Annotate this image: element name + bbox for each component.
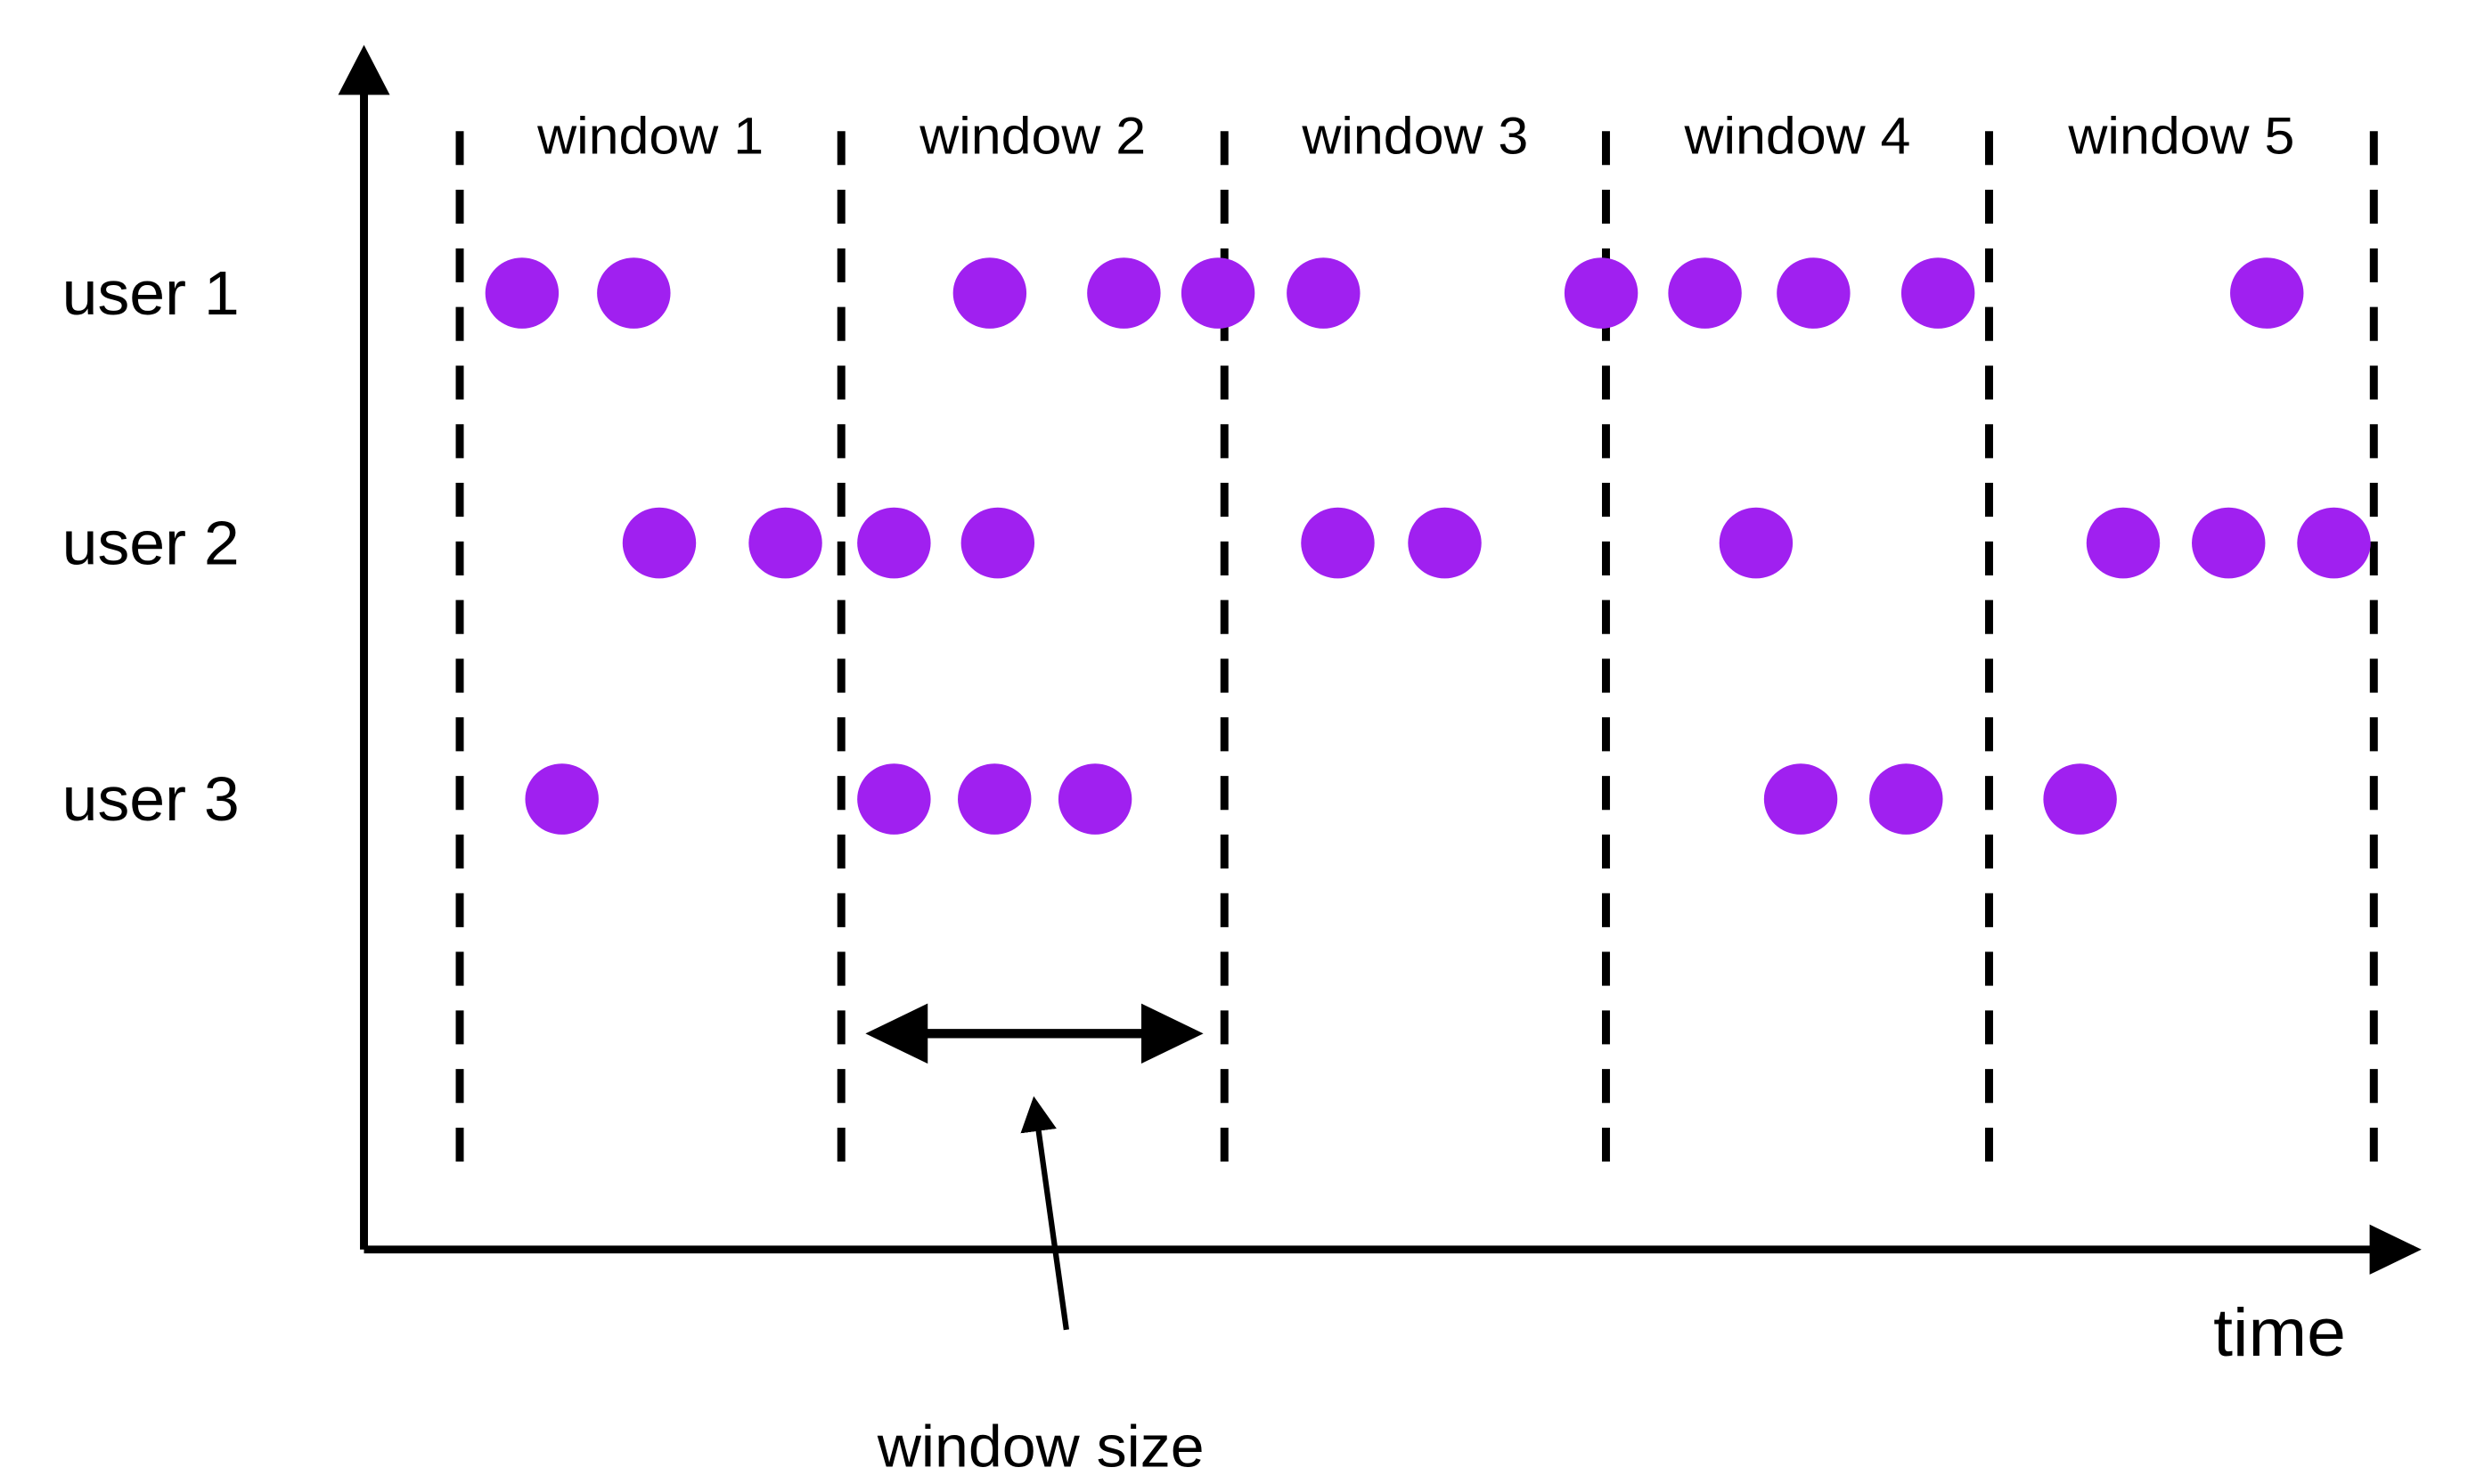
event-dot <box>1668 257 1742 329</box>
annotation-pointer <box>1020 1096 1069 1331</box>
event-dot <box>2192 507 2266 579</box>
event-dot <box>1763 763 1838 835</box>
event-dot <box>1777 257 1851 329</box>
event-dot <box>1058 763 1132 835</box>
event-dot <box>485 257 560 329</box>
event-dot <box>2230 257 2304 329</box>
event-dot <box>1900 257 1975 329</box>
event-dot <box>952 257 1027 329</box>
window-label-5: window 5 <box>2067 106 2294 165</box>
event-dot <box>958 763 1032 835</box>
time-label: time <box>2213 1295 2346 1371</box>
event-dot <box>857 763 931 835</box>
event-dot <box>960 507 1035 579</box>
event-dot <box>622 507 697 579</box>
event-dot <box>1719 507 1794 579</box>
event-dot <box>525 763 599 835</box>
window-label-1: window 1 <box>536 106 764 165</box>
event-dot <box>2086 507 2161 579</box>
event-dot <box>1181 257 1255 329</box>
event-dot <box>857 507 931 579</box>
window-label-3: window 3 <box>1301 106 1528 165</box>
event-dot <box>1869 763 1943 835</box>
window-label-4: window 4 <box>1684 106 1911 165</box>
event-dot <box>748 507 822 579</box>
window-label-2: window 2 <box>919 106 1146 165</box>
user-label-1: user 1 <box>62 258 240 328</box>
event-dot <box>1408 507 1482 579</box>
event-dot <box>2297 507 2371 579</box>
event-dot <box>1301 507 1375 579</box>
user-label-3: user 3 <box>62 764 240 834</box>
event-dot <box>1087 257 1161 329</box>
user-label-2: user 2 <box>62 509 240 578</box>
event-dot <box>1564 257 1639 329</box>
event-dot <box>2043 763 2117 835</box>
event-dot <box>597 257 671 329</box>
window-size-label: window size <box>877 1415 1205 1480</box>
event-dot <box>1287 257 1361 329</box>
